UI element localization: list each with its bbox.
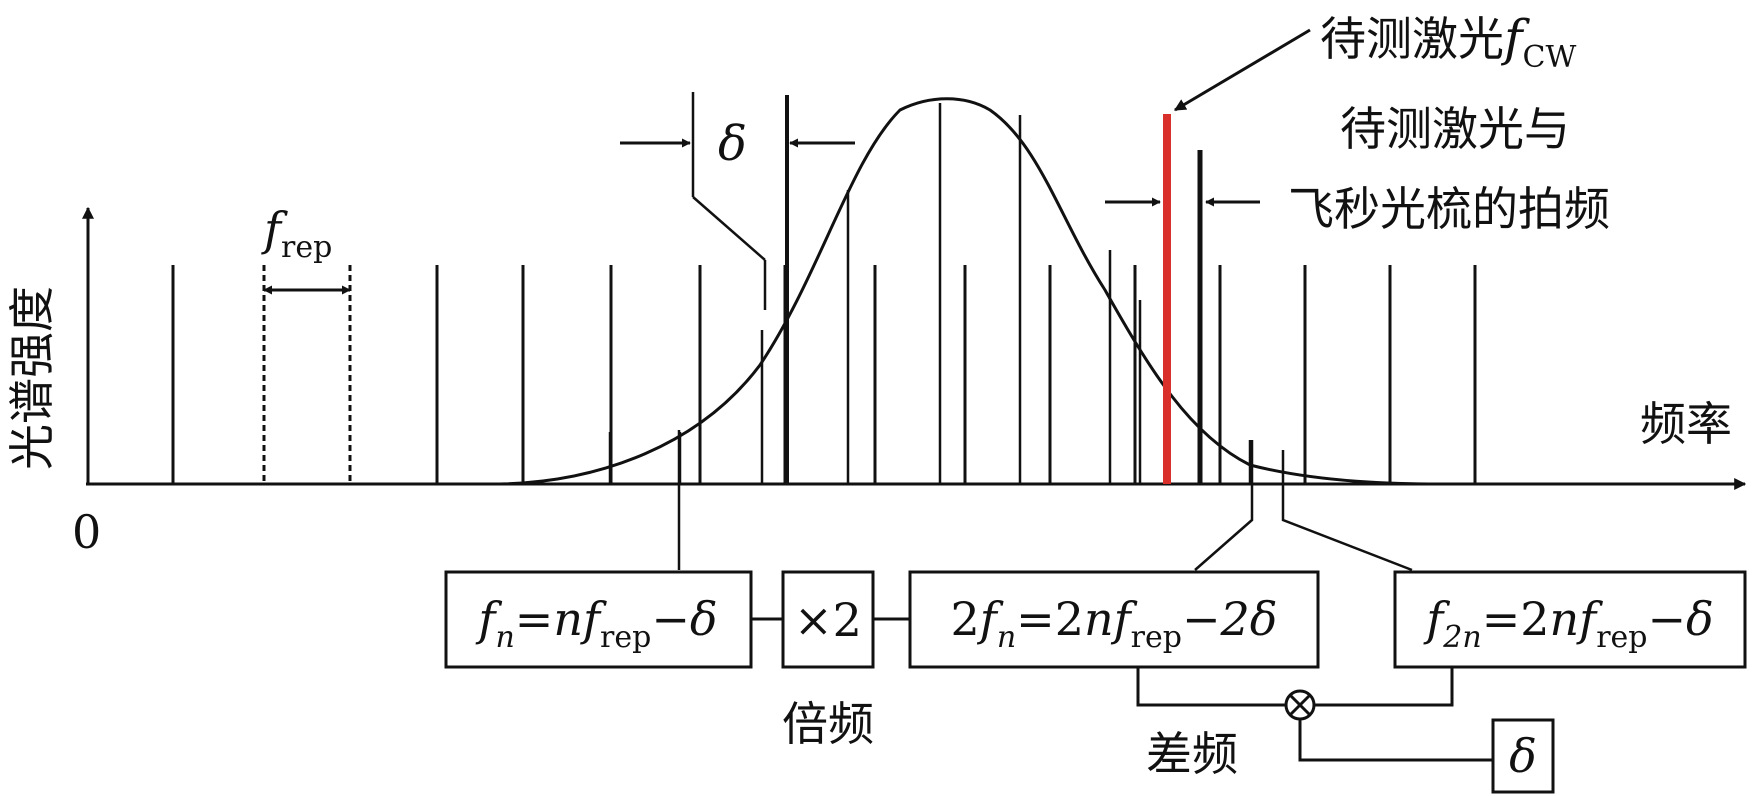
box-times2-label: ×2 — [794, 593, 862, 647]
wire-mixer-delta — [1298, 719, 1493, 762]
wire-f2n-mixer — [1314, 667, 1454, 707]
diff-label: 差频 — [1146, 727, 1238, 781]
spectral-envelope — [499, 97, 1441, 486]
wire-2fn-mixer — [1136, 667, 1286, 707]
box-f2n-formula: f2n=2nfrep−δ — [1423, 592, 1714, 655]
mixer-icon — [1284, 689, 1316, 721]
delta-leader — [692, 196, 766, 261]
beat-label-line1: 待测激光与 — [1340, 102, 1570, 156]
doubling-label: 倍频 — [782, 697, 874, 751]
frep-label: frep — [261, 202, 332, 265]
box-2fn — [908, 570, 1320, 669]
origin-label: 0 — [72, 505, 101, 559]
comb-lines — [171, 95, 1477, 484]
leader-2fn — [1194, 440, 1254, 571]
delta-label: δ — [718, 116, 747, 172]
box-times2 — [781, 570, 875, 669]
box-delta-label: δ — [1509, 729, 1537, 783]
box-f2n — [1393, 570, 1747, 669]
box-fn — [444, 570, 753, 669]
beat-label-line2: 飞秒光梳的拍频 — [1288, 182, 1610, 236]
x-axis-label: 频率 — [1640, 397, 1732, 451]
box-2fn-formula: 2fn=2nfrep−2δ — [951, 592, 1278, 655]
box-fn-formula: fn=nfrep−δ — [475, 592, 717, 655]
leader-f2n — [1281, 450, 1413, 572]
box-delta — [1491, 718, 1555, 794]
laser-pointer-arrow — [1173, 28, 1311, 112]
y-axis-label: 光谱强度 — [5, 286, 59, 470]
laser-label: 待测激光fCW — [1320, 9, 1576, 75]
